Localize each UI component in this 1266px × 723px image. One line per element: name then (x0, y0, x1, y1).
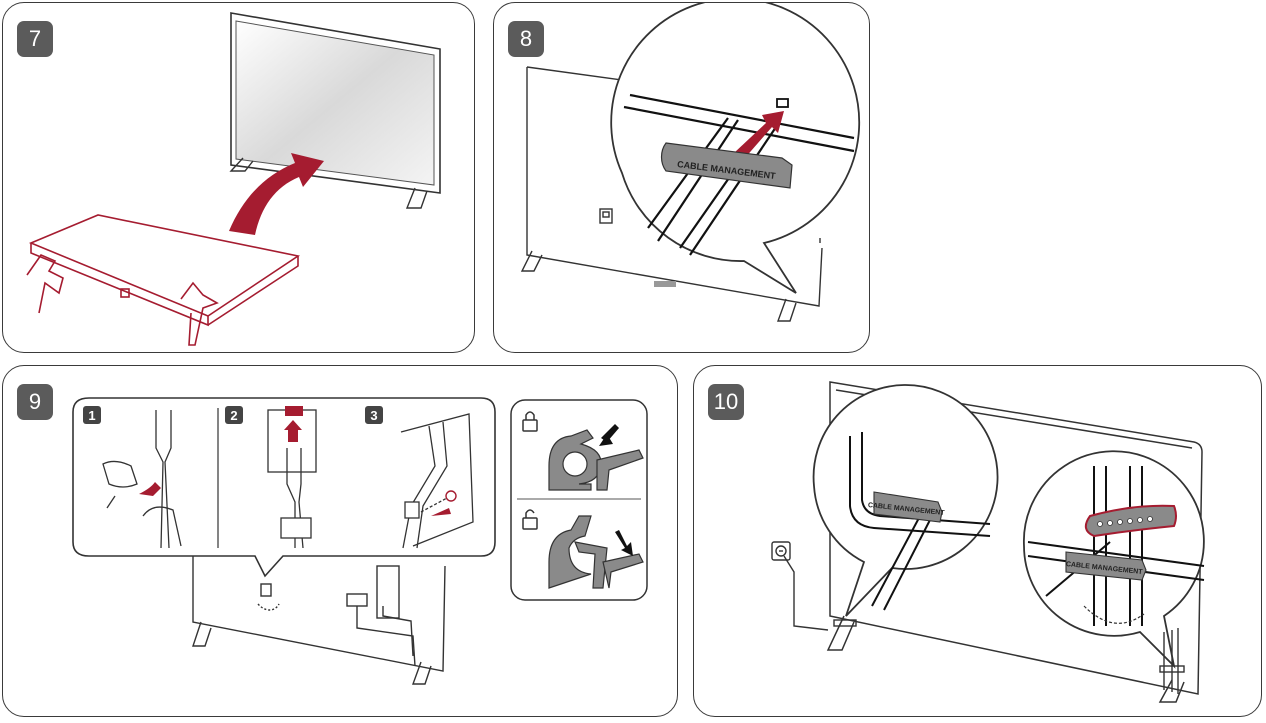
clip-lock-detail (510, 399, 648, 601)
lock-closed-icon (522, 411, 538, 432)
substep-3-drawing (400, 413, 474, 549)
step-9-illustration: 1 2 3 (72, 397, 648, 685)
right-magnifier: CABLE MANAGEMENT (1023, 450, 1205, 669)
step-9-panel: 9 1 2 3 (2, 365, 678, 717)
step-7-illustration (26, 12, 441, 346)
tv-rear (520, 66, 823, 322)
svg-text:3: 3 (370, 408, 377, 423)
tv-rear-lower (192, 556, 446, 685)
step-10-illustration: CABLE MANAGEMENT CABLE MANAGEMENT (771, 381, 1205, 703)
svg-text:2: 2 (230, 408, 237, 423)
step-7-panel: 7 (2, 2, 475, 353)
lock-open-icon (522, 509, 538, 530)
svg-text:1: 1 (88, 408, 95, 423)
substep-1: 1 (83, 406, 101, 424)
step-8-badge: 8 (508, 21, 544, 57)
substep-2: 2 (225, 406, 243, 424)
substep-1-drawing (102, 410, 182, 549)
lying-tv (26, 214, 301, 346)
magnifier-callout: CABLE MANAGEMENT (610, 3, 861, 294)
step-10-panel: 10 CABLE MANAGEMENT (693, 365, 1262, 717)
cable-clip-small (654, 281, 676, 287)
left-magnifier: CABLE MANAGEMENT (812, 384, 999, 617)
leg-cable-ties (833, 619, 1185, 694)
upright-tv (229, 12, 441, 209)
step-9-badge: 9 (17, 384, 53, 420)
power-outlet-icon (771, 541, 829, 631)
step-8-panel: 8 CABLE MANAGEME (493, 2, 870, 353)
step-10-badge: 10 (708, 384, 744, 420)
step-7-badge: 7 (17, 21, 53, 57)
steps-callout (72, 397, 496, 578)
clip-unlocked (548, 515, 644, 589)
substep-3: 3 (365, 406, 383, 424)
step-8-illustration: CABLE MANAGEMENT (520, 3, 861, 322)
lift-arrow (229, 153, 324, 235)
clip-locked (548, 429, 644, 491)
